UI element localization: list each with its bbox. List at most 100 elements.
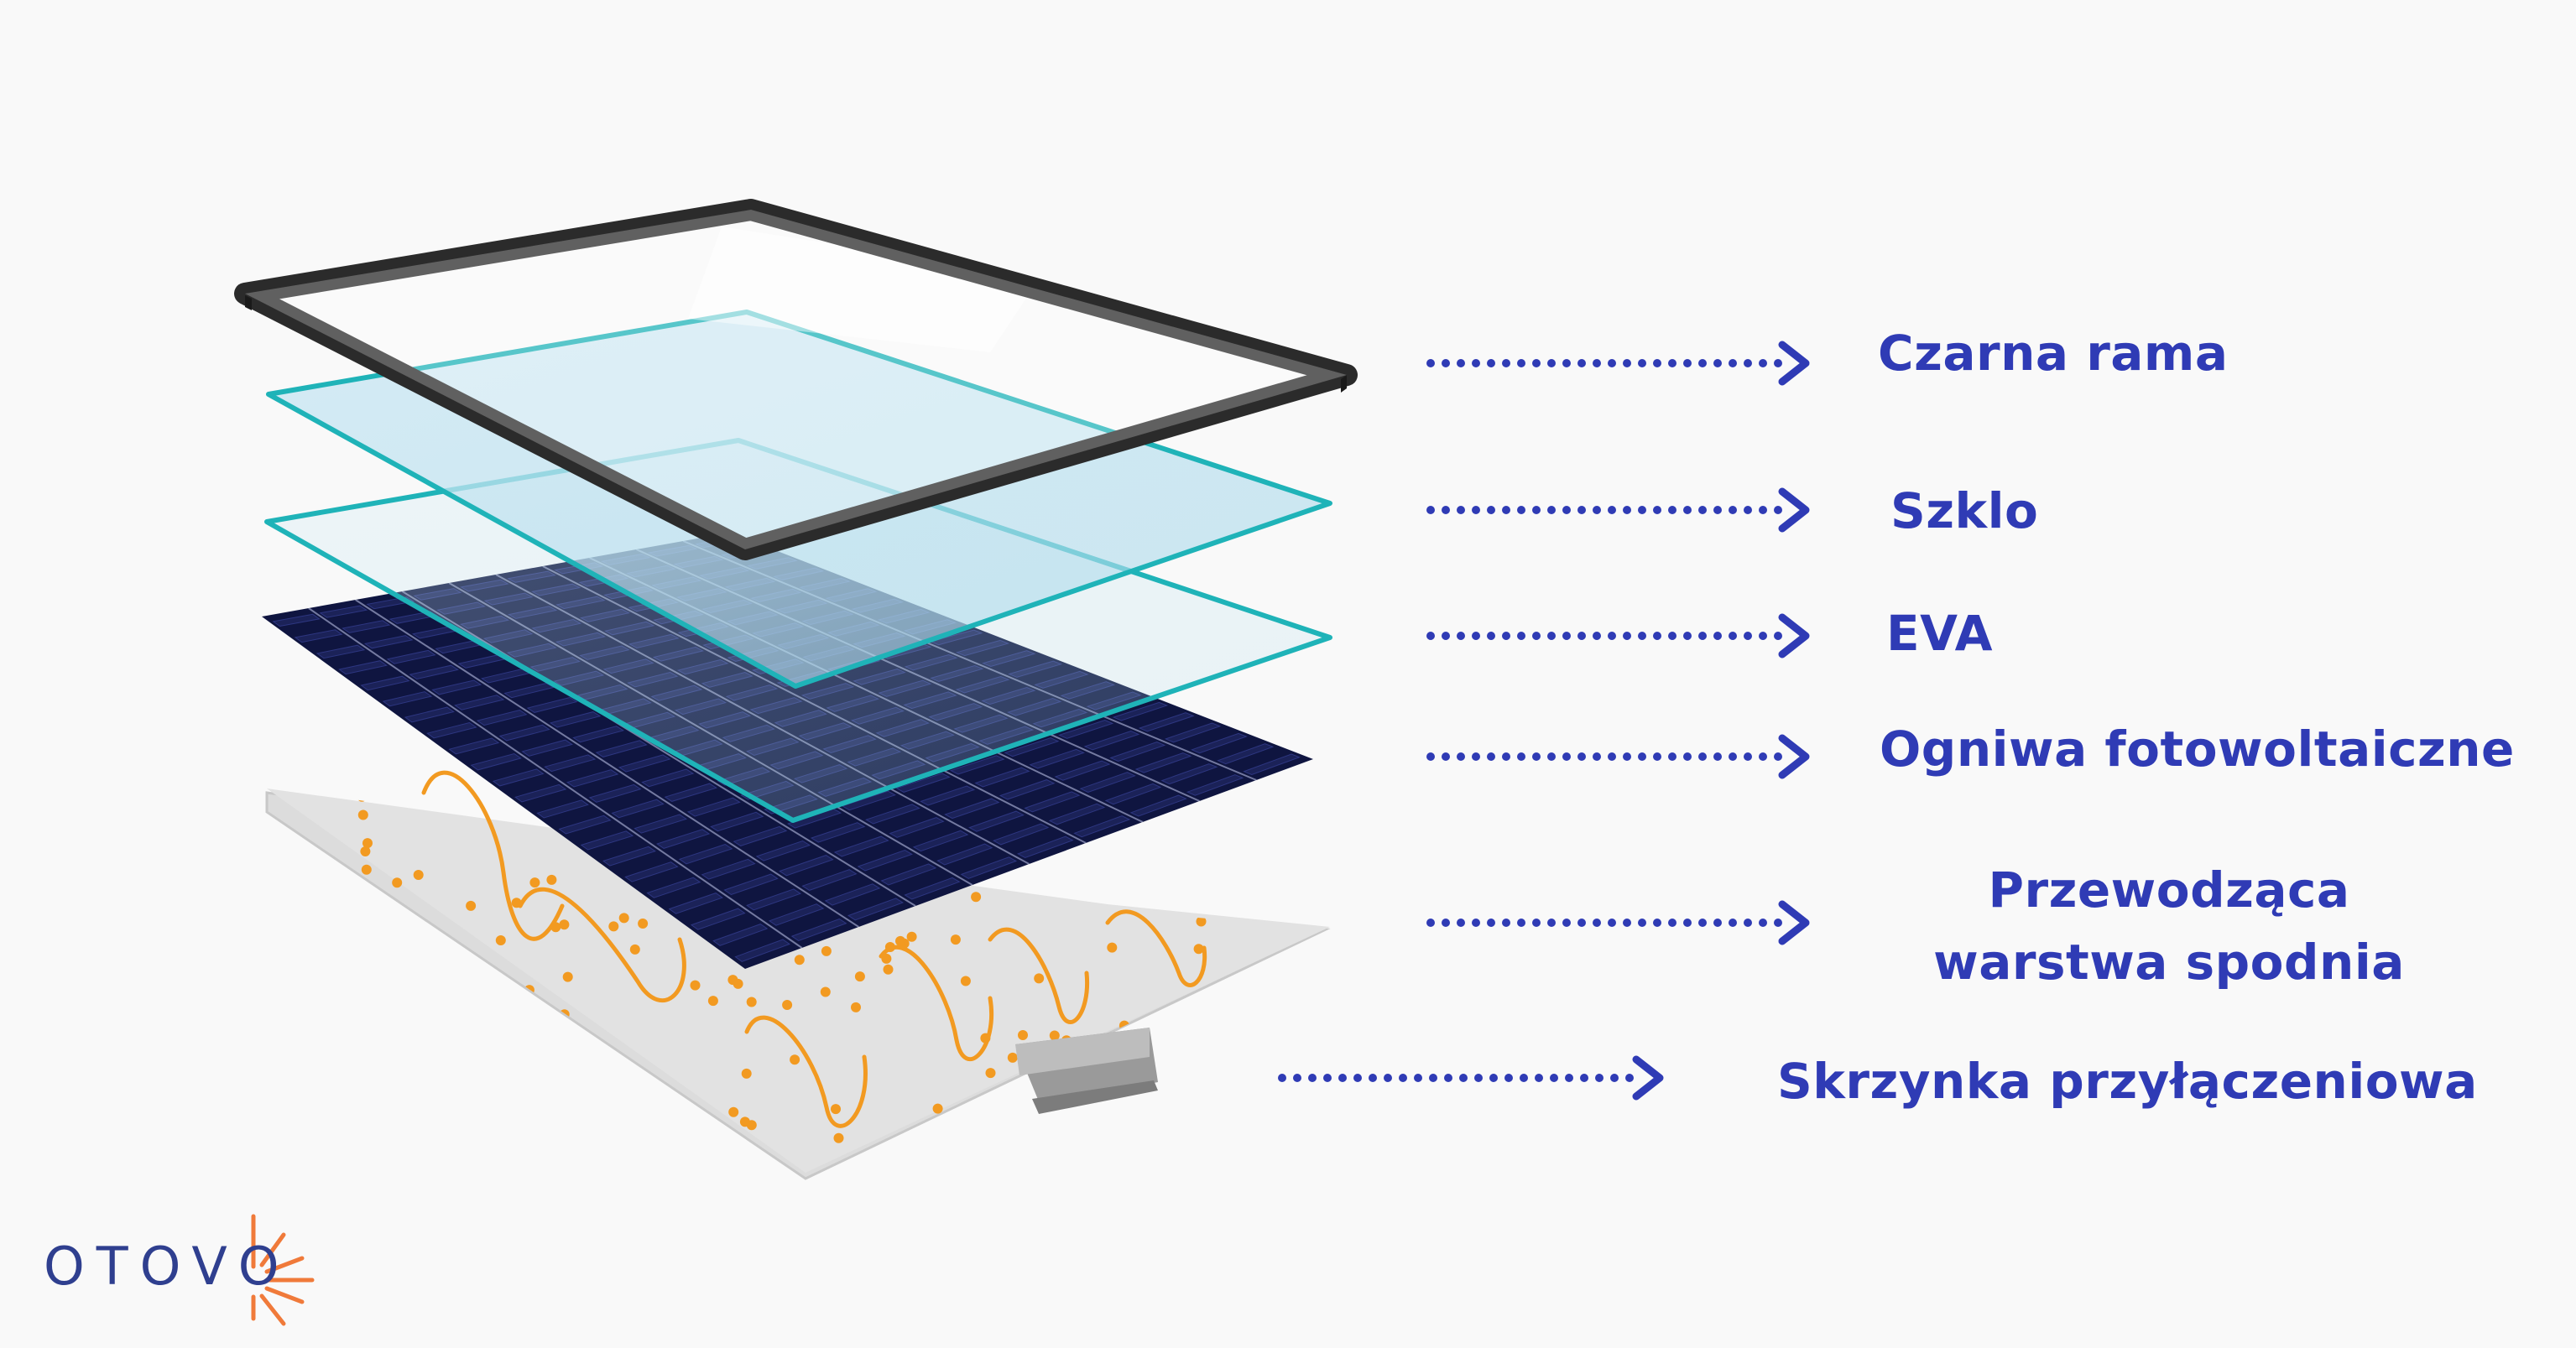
- backsheet-dot: [463, 1037, 473, 1048]
- backsheet-dot: [629, 944, 640, 955]
- backsheet-dot: [443, 787, 454, 794]
- solar-cell: [454, 695, 505, 710]
- solar-cell: [360, 675, 410, 691]
- backsheet-dot: [1165, 1157, 1176, 1168]
- backsheet-dot: [402, 1089, 413, 1100]
- backsheet-dot: [1272, 1018, 1283, 1029]
- backsheet-dot: [1056, 1140, 1066, 1151]
- solar-cell: [634, 814, 688, 834]
- backsheet-dot: [1284, 997, 1295, 1008]
- backsheet-dot: [404, 1064, 415, 1075]
- backsheet-dot: [1208, 824, 1219, 835]
- solar-cell: [779, 855, 834, 877]
- backsheet-dot: [392, 877, 403, 888]
- label-conductive-backsheet: Przewodząca warstwa spodnia: [1933, 861, 2405, 991]
- backsheet-dot: [495, 935, 506, 945]
- backsheet-dot: [589, 1133, 600, 1144]
- solar-cell: [833, 835, 889, 857]
- solar-cell: [1164, 722, 1222, 743]
- backsheet-dot: [321, 942, 332, 953]
- backsheet-dot: [958, 1119, 969, 1129]
- solar-cell: [723, 873, 779, 896]
- solar-cell: [1079, 772, 1136, 794]
- backsheet-dot: [397, 955, 408, 965]
- solar-cell: [1191, 732, 1248, 754]
- backsheet-dot: [790, 1054, 800, 1065]
- solar-cell: [363, 635, 414, 649]
- backsheet-dot: [352, 1123, 362, 1134]
- backsheet-dot: [400, 934, 411, 945]
- backsheet-dot: [409, 1057, 420, 1068]
- backsheet-dot: [1196, 916, 1207, 927]
- solar-cell: [768, 903, 825, 926]
- backsheet-dot: [354, 1141, 365, 1152]
- solar-cell: [514, 783, 567, 803]
- backsheet-dot: [335, 1070, 346, 1080]
- backsheet-waves: [421, 770, 1207, 1128]
- backsheet-dot: [480, 986, 491, 997]
- backsheet-dot: [746, 997, 757, 1007]
- solar-cell: [409, 664, 459, 680]
- backsheet-dot: [1007, 1052, 1018, 1063]
- backsheet-dot: [932, 1103, 943, 1114]
- solar-cell: [1024, 791, 1081, 813]
- solar-cell: [342, 620, 391, 633]
- backsheet-dot: [838, 1165, 849, 1176]
- backsheet-dot: [546, 874, 557, 885]
- backsheet-dot: [782, 1000, 793, 1010]
- arrows: [1278, 341, 1810, 1101]
- backsheet-dot: [638, 919, 649, 929]
- solar-cell: [580, 830, 634, 851]
- backsheet-dot: [728, 1106, 739, 1117]
- backsheet-dot: [741, 1068, 752, 1079]
- solar-cell: [624, 861, 679, 882]
- solar-cell: [558, 815, 612, 835]
- backsheet-dot: [361, 864, 372, 875]
- backsheet-dot: [514, 1069, 524, 1080]
- solar-cell: [912, 830, 969, 852]
- backsheet-dot: [562, 971, 573, 982]
- solar-cell: [1083, 730, 1140, 751]
- otovo-sun-icon: [251, 1214, 315, 1326]
- backsheet-dot: [1135, 852, 1146, 863]
- solar-cell: [549, 711, 602, 728]
- label-glass: Szklo: [1890, 482, 2039, 539]
- backsheet-dot: [325, 919, 336, 929]
- backsheet-dot: [739, 1116, 750, 1127]
- black-frame-layer: [234, 199, 1358, 560]
- solar-cell: [824, 883, 881, 906]
- solar-cell: [641, 768, 695, 788]
- dotted-arrow: [1426, 734, 1810, 779]
- solar-cell: [611, 799, 665, 819]
- backsheet-dot: [623, 1142, 634, 1153]
- solar-cell: [338, 660, 388, 675]
- label-junction-box: Skrzynka przyłączeniowa: [1777, 1053, 2478, 1110]
- backsheet-dot: [884, 1155, 894, 1166]
- backsheet-dot: [529, 877, 540, 888]
- solar-cell: [999, 779, 1056, 800]
- solar-cell: [944, 798, 1000, 820]
- solar-cell: [686, 797, 741, 817]
- backsheet-dot: [280, 1075, 291, 1085]
- solar-cell: [710, 811, 764, 832]
- backsheet-dot: [357, 809, 368, 820]
- solar-cell: [712, 924, 769, 946]
- solar-cell: [746, 888, 802, 911]
- backsheet-dot: [511, 1104, 521, 1115]
- backsheet-dot: [794, 955, 805, 965]
- solar-cell: [949, 755, 1005, 775]
- solar-cell: [448, 737, 500, 755]
- backsheet-dot: [360, 846, 371, 856]
- solar-cell: [498, 724, 550, 742]
- solar-cell: [678, 844, 733, 865]
- backsheet-dot: [1034, 973, 1045, 984]
- backsheet-dot: [881, 953, 892, 964]
- label-black-frame: Czarna rama: [1878, 325, 2229, 382]
- backsheet-dot: [748, 1156, 759, 1167]
- solar-cell: [960, 856, 1018, 879]
- backsheet-wave: [879, 945, 993, 1062]
- otovo-logo: OTOVO: [44, 1236, 291, 1297]
- backsheet-dot: [455, 803, 466, 813]
- solar-cell: [790, 918, 847, 942]
- solar-cell: [521, 739, 574, 757]
